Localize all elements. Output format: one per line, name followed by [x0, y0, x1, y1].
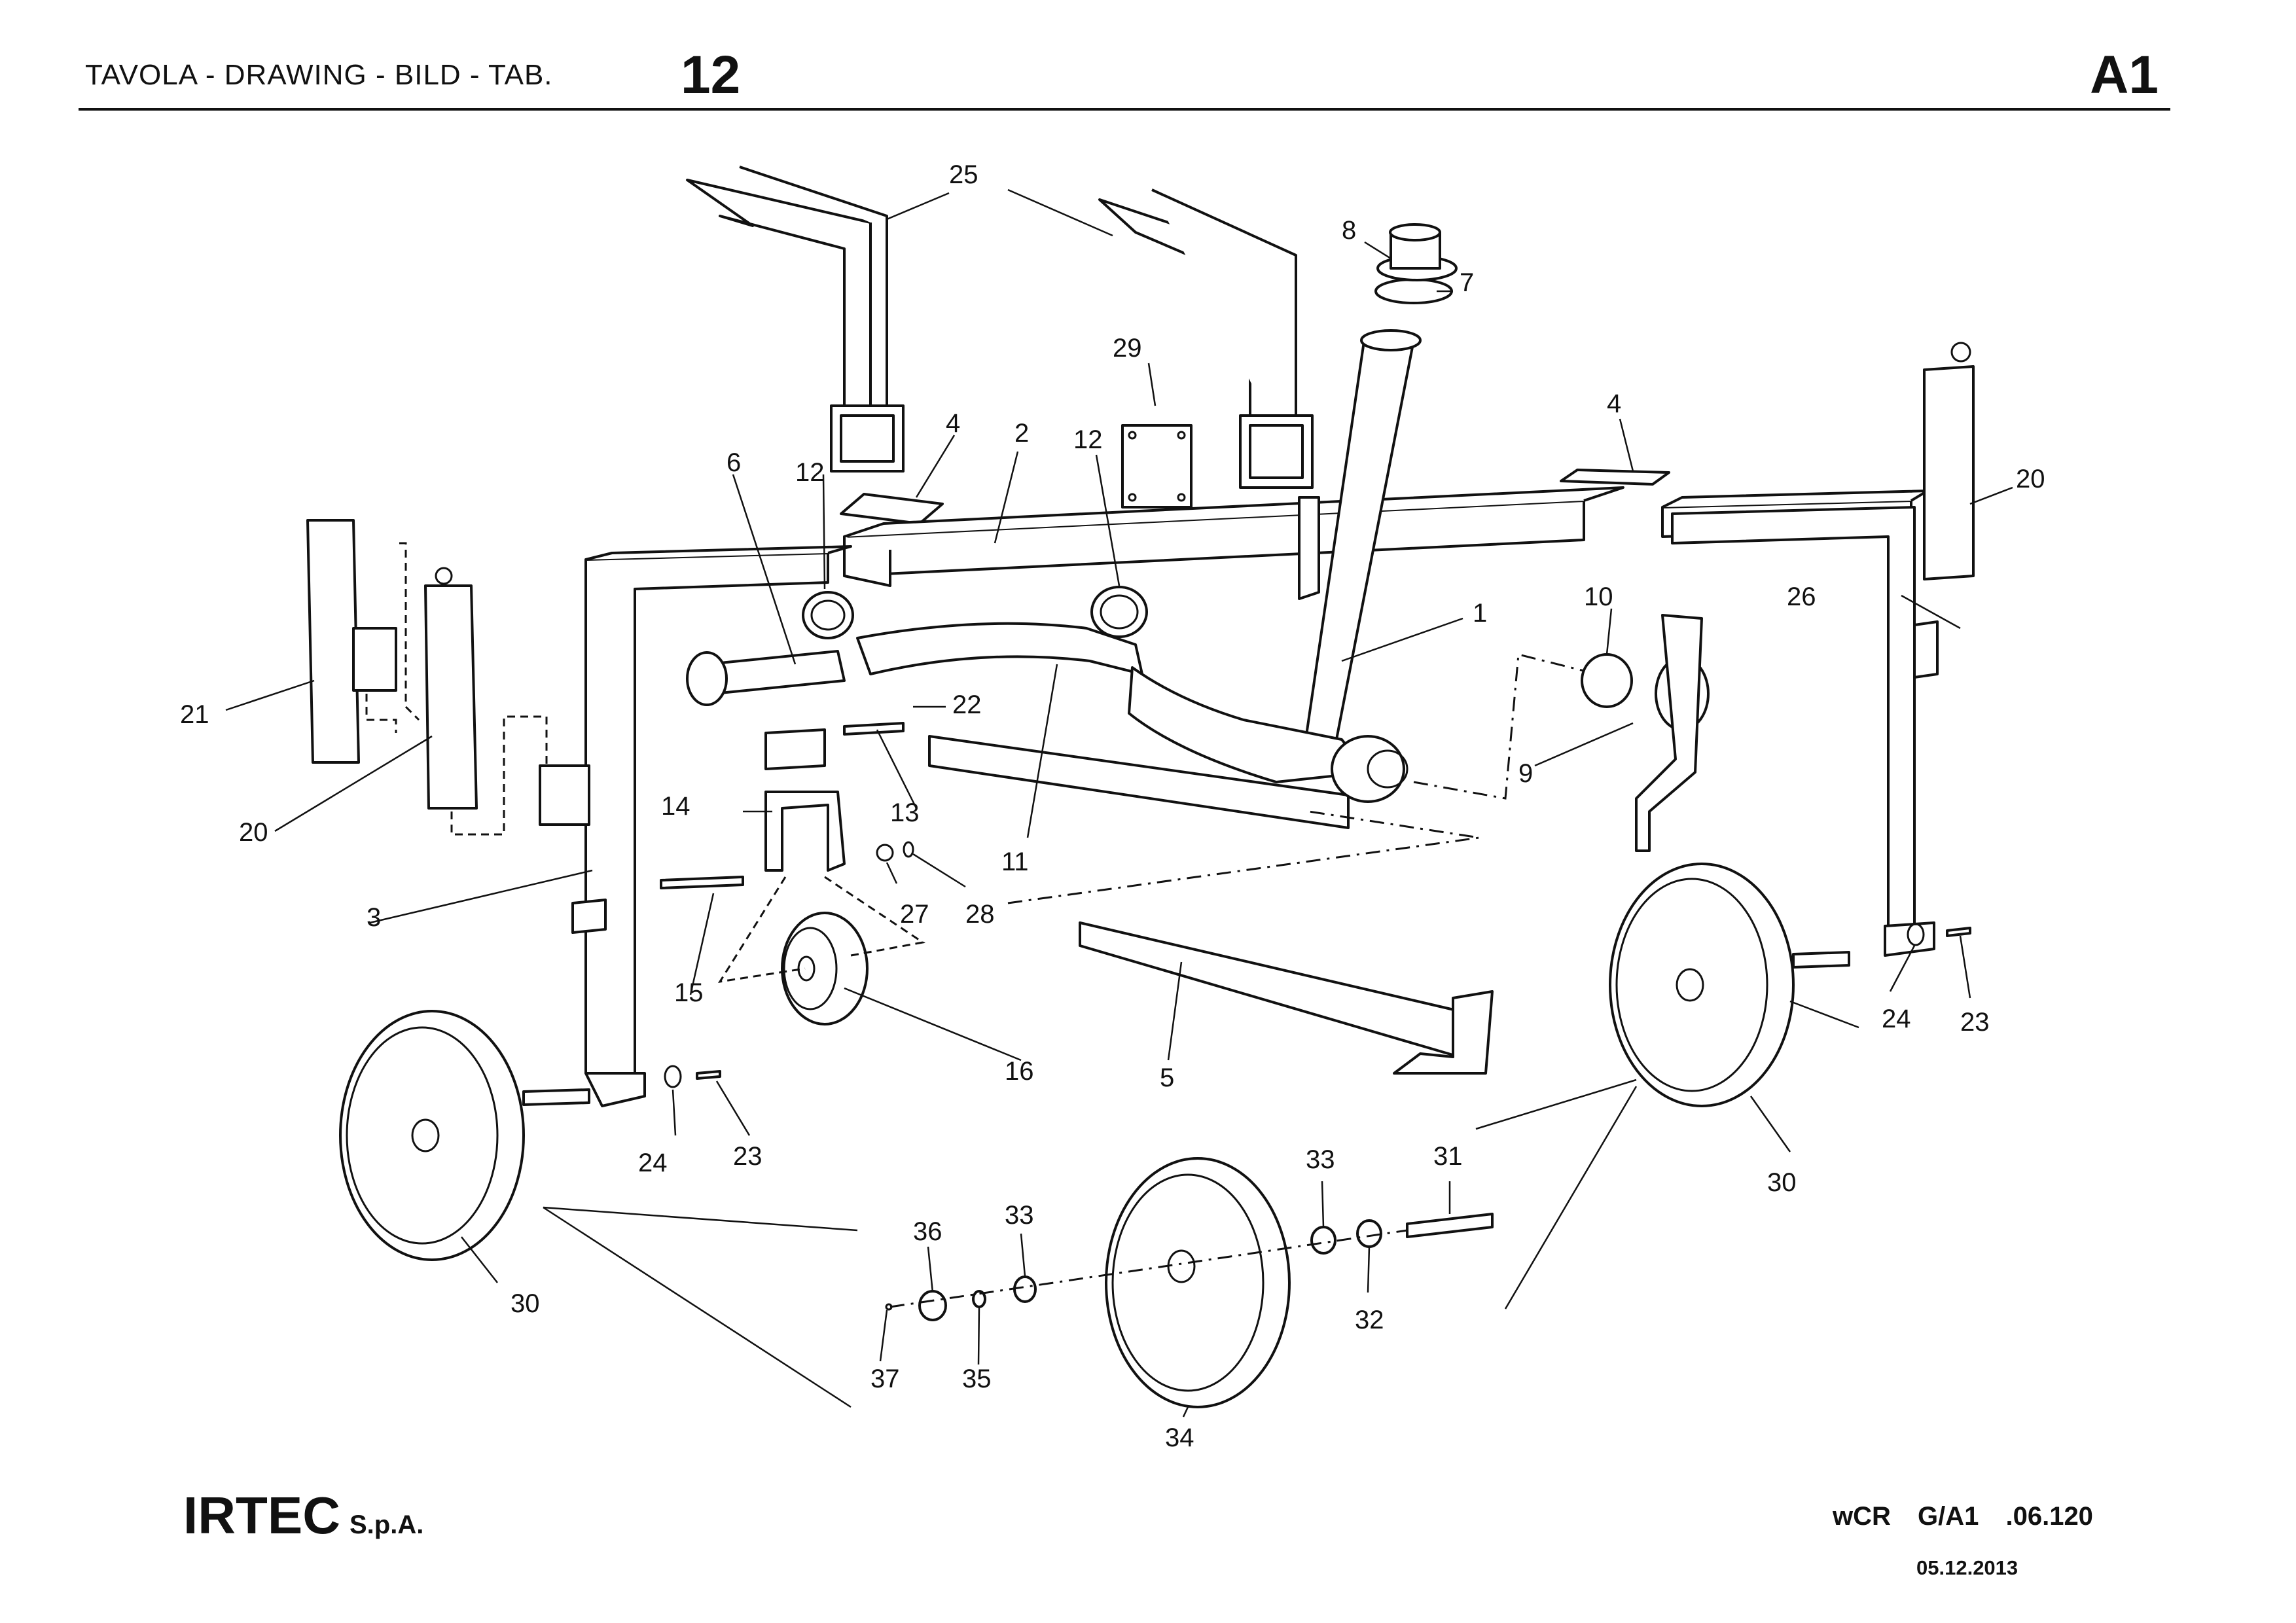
callout-13: 13 — [890, 798, 920, 827]
callout-10: 10 — [1584, 582, 1613, 611]
leader-lines — [225, 188, 2013, 1418]
ring-10 — [1581, 653, 1633, 708]
callout-33-right: 33 — [1306, 1145, 1335, 1174]
callout-4b: 4 — [1607, 389, 1621, 418]
callout-37: 37 — [870, 1364, 900, 1393]
pipe-11 — [856, 622, 1369, 783]
company-name: IRTEC S.p.A. — [183, 1486, 423, 1546]
wheel-34 — [1105, 1157, 1291, 1408]
callout-24-right: 24 — [1882, 1005, 1911, 1033]
pin-13 — [843, 722, 905, 736]
callout-33-left: 33 — [1005, 1201, 1034, 1230]
sheet-title: TAVOLA - DRAWING - BILD - TAB. — [85, 59, 553, 91]
hitch-9 — [1635, 614, 1710, 852]
shim-plate-left — [840, 493, 944, 525]
callout-3: 3 — [367, 903, 381, 932]
dashed-link-bracket — [717, 876, 925, 983]
callout-14: 14 — [661, 792, 691, 821]
axle-centerline — [889, 1229, 1408, 1308]
washer-24-left — [664, 1065, 682, 1088]
axle-stub-left — [522, 1088, 590, 1106]
callout-25: 25 — [949, 160, 978, 189]
washer-24-right — [1907, 923, 1925, 946]
small-wheel-16 — [781, 912, 869, 1026]
callout-28: 28 — [965, 900, 995, 929]
wheel-30-left — [339, 1010, 525, 1261]
dashed-link-left — [365, 542, 548, 836]
callout-29: 29 — [1113, 334, 1142, 363]
main-beam — [843, 486, 1624, 587]
axle-stub-right — [1792, 951, 1850, 969]
callout-24-left: 24 — [638, 1149, 668, 1177]
pipe-6 — [686, 650, 846, 706]
callout-12b: 12 — [795, 458, 825, 487]
lower-arm — [928, 735, 1408, 829]
callout-32: 32 — [1355, 1306, 1384, 1334]
callout-1: 1 — [1473, 599, 1487, 628]
callout-15: 15 — [674, 978, 704, 1007]
table-number: 12 — [681, 45, 741, 105]
callout-7: 7 — [1460, 268, 1474, 297]
callout-23-right: 23 — [1960, 1008, 1990, 1037]
callout-5: 5 — [1160, 1063, 1174, 1092]
bearing-33-right — [1310, 1226, 1336, 1255]
cover-plate — [1121, 424, 1193, 508]
callout-20-right: 20 — [2016, 465, 2045, 493]
washer-27 — [876, 844, 894, 862]
callout-36: 36 — [913, 1217, 942, 1246]
flange-8 — [1376, 223, 1458, 281]
pin-15 — [660, 876, 744, 889]
callout-4: 4 — [946, 409, 960, 438]
callout-27: 27 — [900, 900, 929, 929]
tube-20-left — [424, 567, 478, 810]
cap-36 — [918, 1290, 947, 1321]
callout-11: 11 — [1001, 847, 1029, 876]
revision-date: 05.12.2013 — [1916, 1556, 2018, 1579]
callout-34: 34 — [1165, 1423, 1194, 1452]
company-suffix: S.p.A. — [350, 1510, 424, 1539]
left-frame — [539, 545, 852, 1107]
clamp-12-left — [802, 591, 854, 639]
axle-31 — [1406, 1213, 1494, 1238]
callout-23-left: 23 — [733, 1142, 762, 1171]
callout-31: 31 — [1433, 1142, 1463, 1171]
wheel-30-right — [1609, 863, 1795, 1107]
callout-8: 8 — [1342, 216, 1356, 245]
callout-30-right: 30 — [1767, 1168, 1797, 1197]
callout-6: 6 — [726, 448, 741, 477]
tube-21 — [306, 519, 397, 764]
callout-20-left: 20 — [239, 818, 268, 847]
section-code: A1 — [2090, 45, 2159, 105]
tube-20-right — [1923, 342, 1975, 580]
callout-labels: 25 8 7 29 4 2 12 6 12 4 20 26 21 10 1 22… — [180, 160, 2045, 1452]
bolt-23-right — [1946, 927, 1971, 937]
clamp-12-right — [1090, 586, 1148, 638]
support-bracket-left — [686, 166, 905, 473]
callout-9: 9 — [1518, 759, 1533, 788]
drawbar-5 — [1079, 921, 1494, 1075]
centerline-drawbar — [1007, 810, 1480, 904]
callout-26: 26 — [1787, 582, 1816, 611]
callout-16: 16 — [1005, 1057, 1034, 1086]
centerline-hitch — [1413, 653, 1585, 800]
callout-12: 12 — [1073, 425, 1103, 454]
bearing-33-left — [1013, 1275, 1037, 1303]
header-divider — [79, 108, 2170, 111]
support-bracket-right — [1098, 188, 1314, 489]
callout-35: 35 — [962, 1364, 992, 1393]
shim-plate-right — [1560, 469, 1670, 486]
callout-21: 21 — [180, 700, 209, 729]
nut-28 — [903, 841, 914, 858]
washer-32 — [1356, 1219, 1382, 1248]
bolt-23-left — [696, 1070, 721, 1080]
callout-2: 2 — [1014, 419, 1029, 448]
reference-code: wCR G/A1 .06.120 — [1833, 1502, 2093, 1531]
callout-22: 22 — [952, 690, 982, 719]
callout-30-left: 30 — [511, 1289, 540, 1318]
company-name-text: IRTEC — [183, 1486, 340, 1544]
bracket-14 — [764, 728, 846, 872]
